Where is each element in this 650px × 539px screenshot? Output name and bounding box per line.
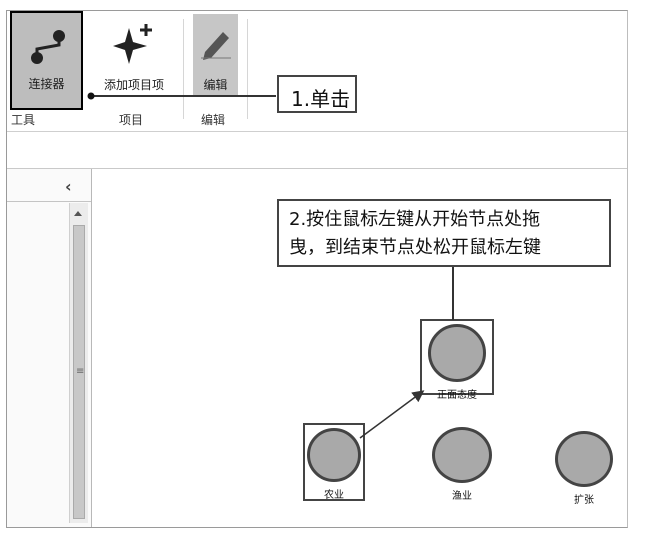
- node-agriculture[interactable]: 农业: [303, 423, 365, 501]
- ribbon-toolbar: 连接器 添加项目项 编辑 工具 项目 编辑: [7, 11, 627, 132]
- ribbon-separator: [247, 19, 248, 119]
- node-label: 正面态度: [437, 390, 477, 401]
- callout-step2-line1: 2.按住鼠标左键从开始节点处拖: [289, 209, 541, 230]
- connector-icon: [31, 30, 65, 64]
- secondary-bar: [7, 132, 627, 169]
- node-circle: [432, 427, 492, 483]
- callout-step2-line2: 曳，到结束节点处松开鼠标左键: [289, 237, 541, 258]
- node-start-attitude[interactable]: 正面态度: [420, 319, 494, 401]
- node-circle: [555, 431, 613, 487]
- ribbon-separator: [183, 19, 184, 119]
- add-item-label: 添加项目项: [103, 78, 164, 92]
- divider: [7, 201, 91, 202]
- scroll-grip-icon: ≡: [76, 366, 85, 377]
- node-circle: [307, 428, 361, 482]
- scroll-up-icon[interactable]: [74, 211, 82, 216]
- node-fishery[interactable]: 渔业: [429, 427, 495, 502]
- connector-label: 连接器: [28, 77, 65, 91]
- vertical-scrollbar[interactable]: ≡: [69, 203, 88, 523]
- group-label-edit: 编辑: [201, 113, 226, 127]
- node-circle: [428, 324, 486, 382]
- edit-label: 编辑: [203, 78, 228, 92]
- connector-button[interactable]: 连接器: [10, 11, 83, 110]
- add-item-button[interactable]: 添加项目项: [93, 14, 175, 106]
- node-label: 扩张: [574, 495, 594, 506]
- scroll-thumb[interactable]: ≡: [73, 225, 85, 519]
- group-label-items: 项目: [119, 113, 144, 127]
- edit-button[interactable]: 编辑: [193, 14, 238, 96]
- sparkle-add-icon: [113, 24, 152, 64]
- callout-step1-text: 1.单击: [291, 87, 351, 111]
- node-label: 渔业: [452, 491, 472, 502]
- group-label-tools: 工具: [11, 113, 36, 127]
- node-label: 农业: [324, 490, 344, 501]
- node-expansion[interactable]: 扩张: [553, 431, 615, 506]
- callout-step2: 2.按住鼠标左键从开始节点处拖 曳，到结束节点处松开鼠标左键: [277, 199, 611, 267]
- collapse-chevron-icon[interactable]: ‹: [65, 177, 72, 196]
- side-panel: ‹ ≡: [7, 169, 92, 527]
- callout-step1: 1.单击: [277, 75, 357, 113]
- pencil-icon: [201, 32, 231, 60]
